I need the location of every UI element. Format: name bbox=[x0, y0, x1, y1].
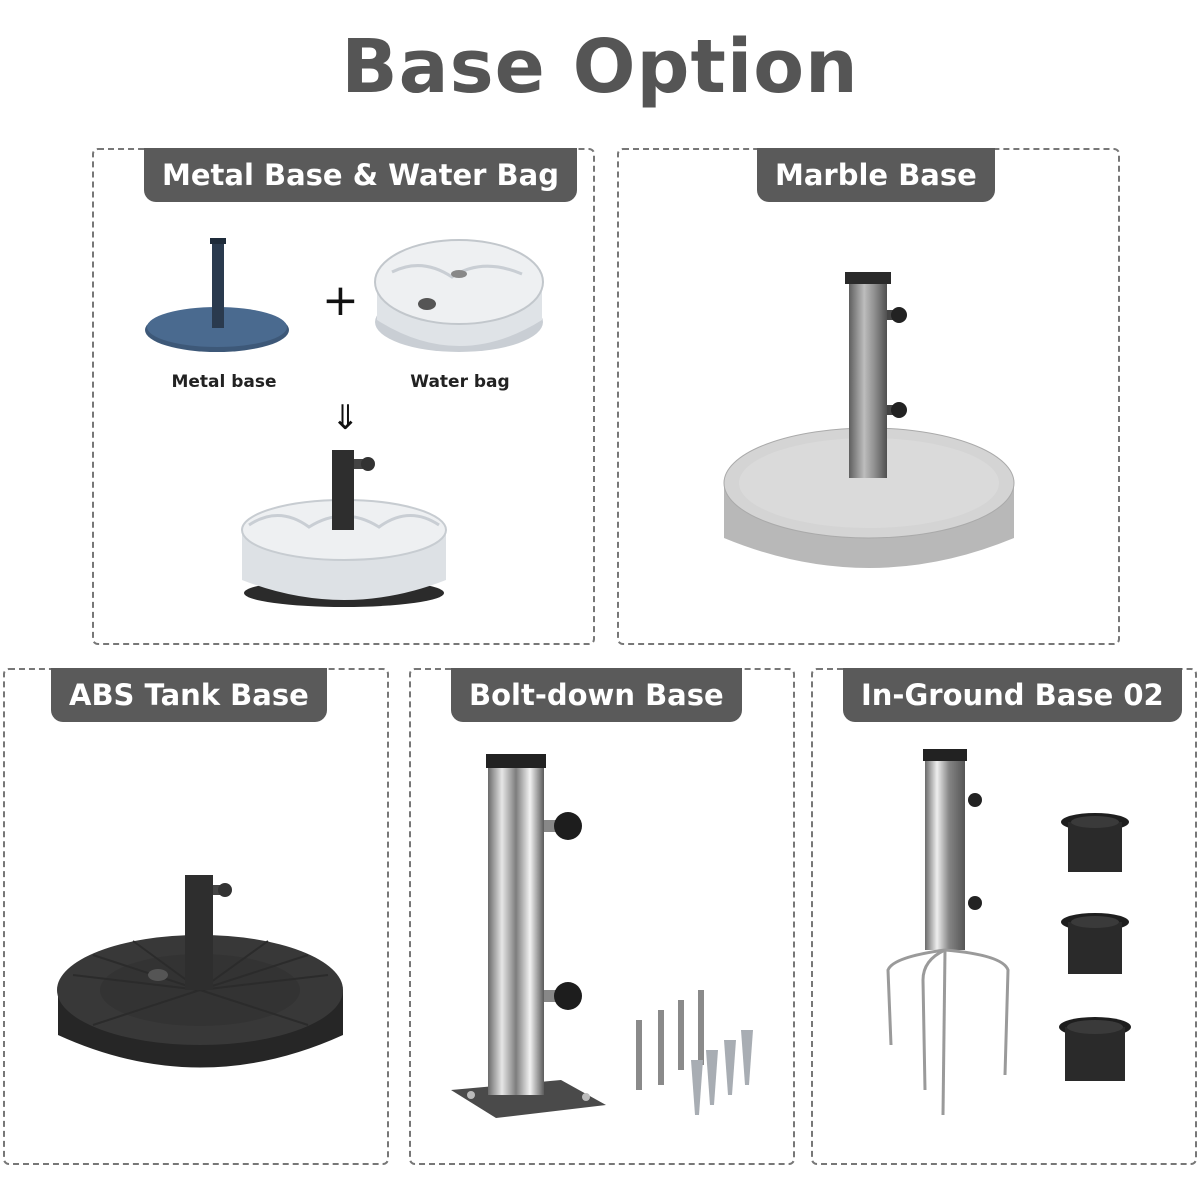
panel-bolt-down: Bolt-down Base bbox=[409, 668, 795, 1165]
water-bag-image bbox=[374, 239, 544, 352]
combined-base-image bbox=[241, 450, 447, 607]
panel-marble: Marble Base bbox=[617, 148, 1120, 645]
panel-label-abs-tank: ABS Tank Base bbox=[51, 668, 327, 722]
water-bag-caption: Water bag bbox=[410, 372, 510, 392]
panel-in-ground: In-Ground Base 02 bbox=[811, 668, 1197, 1165]
metal-base-image bbox=[145, 238, 289, 352]
panel-label-in-ground: In-Ground Base 02 bbox=[843, 668, 1182, 722]
sleeve-adapters-image bbox=[1059, 813, 1131, 1081]
marble-base-image bbox=[723, 272, 1015, 568]
down-arrow-symbol: ⇓ bbox=[331, 398, 360, 438]
page-title: Base Option bbox=[341, 24, 859, 110]
panel-label-marble: Marble Base bbox=[757, 148, 995, 202]
metal-base-caption: Metal base bbox=[171, 372, 277, 392]
in-ground-base-image bbox=[886, 749, 1010, 1116]
panel-abs-tank: ABS Tank Base bbox=[3, 668, 389, 1165]
abs-tank-base-image bbox=[57, 875, 343, 1068]
panel-label-metal-water: Metal Base & Water Bag bbox=[144, 148, 577, 202]
plus-symbol: + bbox=[322, 275, 359, 326]
panel-metal-water: Metal Base & Water Bag Metal base + Wate… bbox=[92, 148, 595, 645]
panel-label-bolt-down: Bolt-down Base bbox=[451, 668, 742, 722]
bolt-down-base-image bbox=[451, 754, 753, 1118]
